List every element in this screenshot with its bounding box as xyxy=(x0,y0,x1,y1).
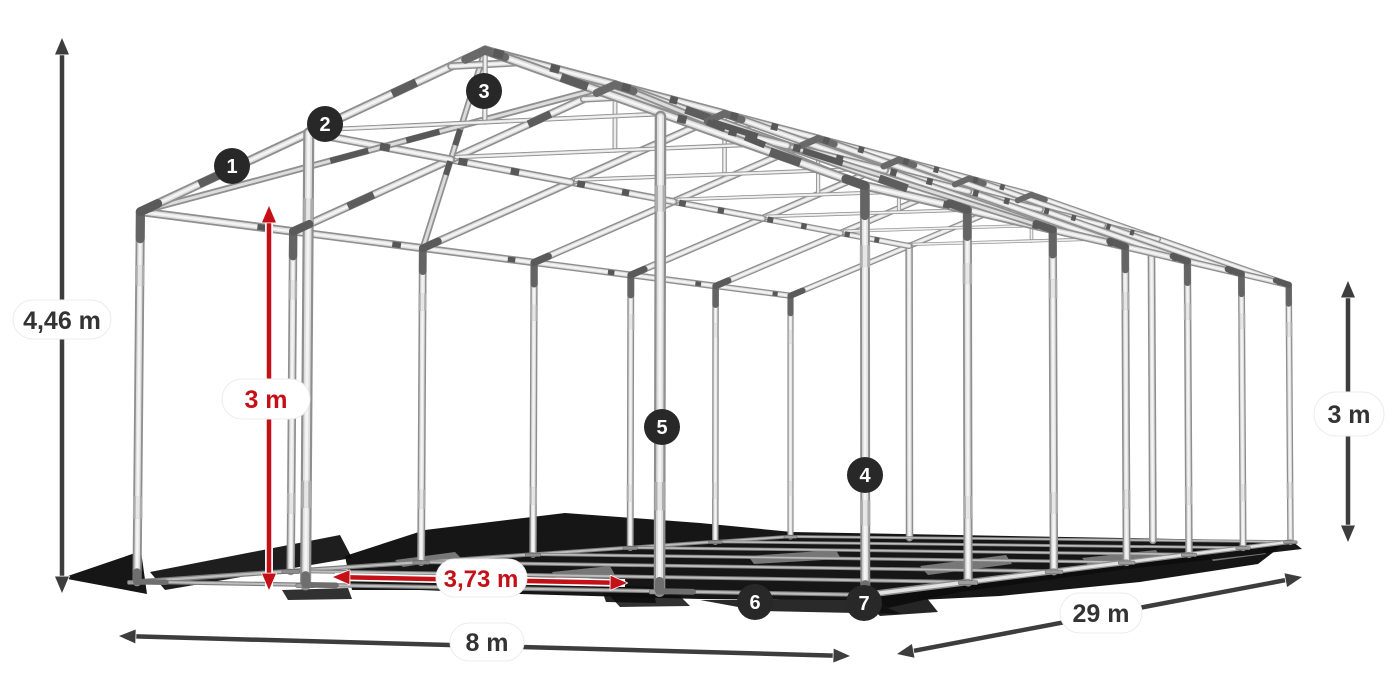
svg-text:3 m: 3 m xyxy=(244,386,287,414)
svg-text:2: 2 xyxy=(319,114,330,136)
svg-text:3,73 m: 3,73 m xyxy=(444,566,519,593)
svg-text:8 m: 8 m xyxy=(465,629,508,657)
svg-text:4,46 m: 4,46 m xyxy=(23,307,101,335)
svg-text:4: 4 xyxy=(859,465,871,487)
svg-text:7: 7 xyxy=(858,593,869,615)
svg-text:29 m: 29 m xyxy=(1073,600,1130,628)
svg-text:1: 1 xyxy=(226,156,237,178)
svg-text:3 m: 3 m xyxy=(1327,401,1370,429)
svg-text:3: 3 xyxy=(478,81,489,103)
svg-text:5: 5 xyxy=(656,417,667,439)
svg-text:6: 6 xyxy=(749,592,760,614)
